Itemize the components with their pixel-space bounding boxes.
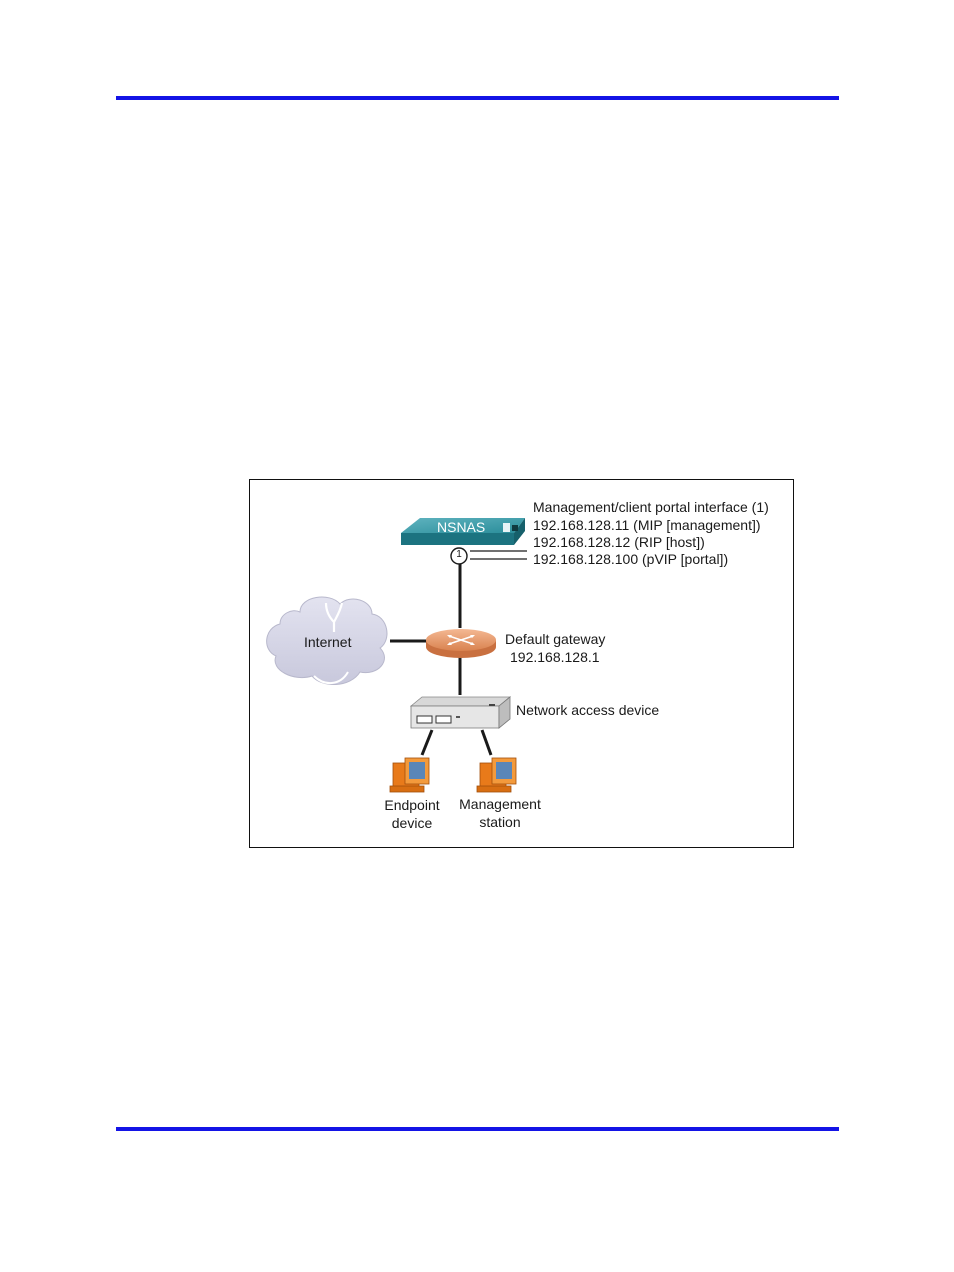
gateway-title: Default gateway — [505, 631, 605, 649]
switch-endpoint-link — [422, 730, 432, 755]
pvip-address: 192.168.128.100 (pVIP [portal]) — [533, 551, 728, 569]
management-label-line2: station — [450, 814, 550, 832]
switch-management-link — [482, 730, 491, 755]
gateway-ip: 192.168.128.1 — [510, 649, 600, 667]
interface-leader-lines — [470, 551, 527, 559]
interface-marker-label: 1 — [451, 549, 467, 561]
footer-rule — [116, 1127, 839, 1131]
network-switch-icon — [411, 697, 510, 728]
management-label-line1: Management — [450, 796, 550, 814]
router-icon — [426, 629, 496, 658]
internet-label: Internet — [304, 634, 351, 652]
endpoint-label-line2: device — [372, 815, 452, 833]
rip-address: 192.168.128.12 (RIP [host]) — [533, 534, 705, 552]
mip-address: 192.168.128.11 (MIP [management]) — [533, 517, 761, 535]
network-device-label: Network access device — [516, 702, 659, 720]
management-computer-icon — [477, 758, 516, 792]
endpoint-computer-icon — [390, 758, 429, 792]
interface-title: Management/client portal interface (1) — [533, 499, 769, 517]
nsnas-label: NSNAS — [437, 519, 485, 537]
endpoint-label-line1: Endpoint — [372, 797, 452, 815]
